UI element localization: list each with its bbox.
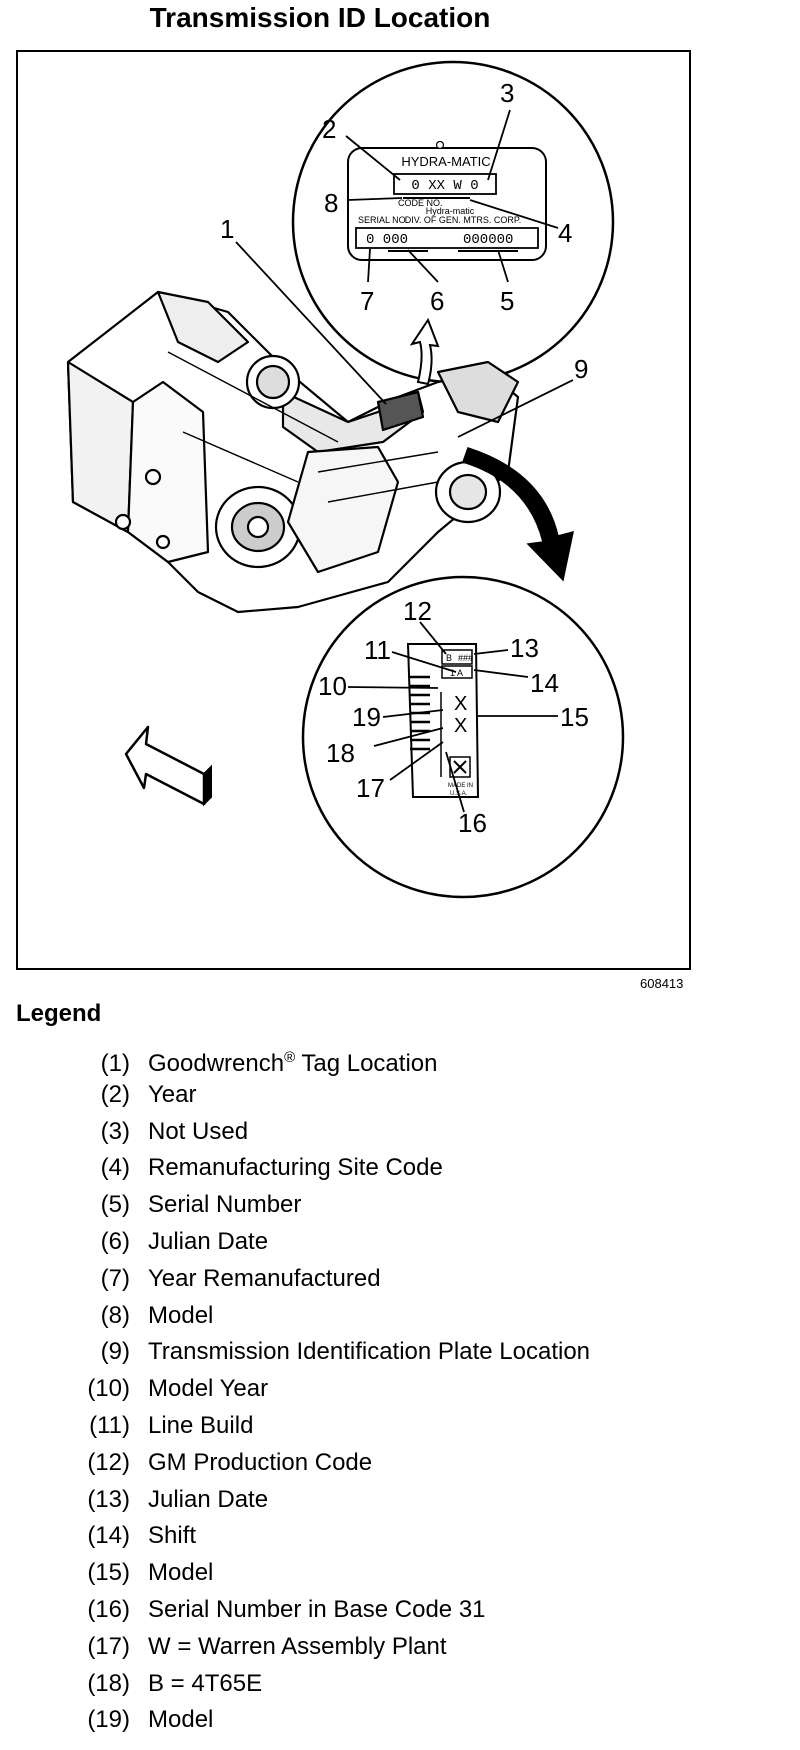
legend-item: (18)B = 4T65E — [87, 1669, 263, 1697]
legend-item: (2)Year — [100, 1080, 197, 1108]
callout-7: 7 — [360, 286, 374, 316]
legend-item: (19)Model — [87, 1706, 214, 1734]
tag-code-value: 0 XX W 0 — [411, 178, 478, 194]
callout-18: 18 — [326, 738, 355, 768]
plate-made1: MADE IN — [448, 783, 473, 789]
callout-14: 14 — [530, 668, 559, 698]
legend-title: Legend — [16, 1000, 102, 1027]
transmission-body — [66, 290, 520, 614]
callout-15: 15 — [560, 702, 589, 732]
callout-11: 11 — [364, 635, 391, 665]
callout-4: 4 — [558, 218, 572, 248]
tag-serial-left: 0 000 — [366, 232, 408, 248]
plate-x-big2: X — [454, 715, 467, 737]
plate-x-big1: X — [454, 693, 467, 715]
tag-brand: HYDRA-MATIC — [401, 154, 490, 169]
diagram-svg: HYDRA-MATIC 0 XX W 0 CODE NO. Hydra-mati… — [66, 60, 625, 899]
legend-item: (1)Goodwrench® Tag Location — [100, 1049, 438, 1077]
plate-row1-left: B — [446, 653, 452, 663]
tag-magnifier: HYDRA-MATIC 0 XX W 0 CODE NO. Hydra-mati… — [291, 60, 615, 384]
callout-8: 8 — [324, 188, 338, 218]
tag-serial-right: 000000 — [463, 232, 513, 248]
callout-6: 6 — [430, 286, 444, 316]
legend-item: (5)Serial Number — [100, 1191, 302, 1219]
page-title: Transmission ID Location — [149, 2, 491, 33]
legend-item: (3)Not Used — [100, 1117, 249, 1145]
transmission-diagram: HYDRA-MATIC 0 XX W 0 CODE NO. Hydra-mati… — [16, 50, 691, 970]
goodwrench-tag: HYDRA-MATIC 0 XX W 0 CODE NO. Hydra-mati… — [347, 140, 547, 261]
identification-plate: B ### 1 A X X MADE IN U.S.A. — [406, 643, 480, 798]
legend-item: (7)Year Remanufactured — [100, 1264, 381, 1292]
legend-item: (17)W = Warren Assembly Plant — [87, 1632, 447, 1660]
callout-19: 19 — [352, 702, 381, 732]
callout-9: 9 — [574, 354, 588, 384]
figure-id: 608413 — [640, 976, 684, 991]
legend-item: (9)Transmission Identification Plate Loc… — [100, 1338, 591, 1366]
callout-12: 12 — [403, 596, 432, 626]
legend-item: (12)GM Production Code — [87, 1448, 373, 1476]
front-direction-arrow — [124, 725, 212, 807]
legend-item: (10)Model Year — [87, 1375, 269, 1403]
legend-item: (11)Line Build — [89, 1411, 254, 1439]
plate-row1-right: ### — [458, 653, 473, 663]
tag-code-label: CODE NO. — [398, 198, 443, 208]
callout-1: 1 — [220, 214, 234, 244]
callout-10: 10 — [318, 671, 347, 701]
callout-13: 13 — [510, 633, 539, 663]
callout-16: 16 — [458, 808, 487, 838]
callout-2: 2 — [322, 114, 336, 144]
tag-serial-label: SERIAL NO. — [358, 215, 408, 225]
legend-item: (6)Julian Date — [100, 1227, 269, 1255]
callout-5: 5 — [500, 286, 514, 316]
legend-list: (1)Goodwrench® Tag Location (2)Year (3)N… — [60, 1040, 590, 1739]
tag-maker2: DIV. OF GEN. MTRS. CORP. — [405, 215, 522, 225]
tag-maker1: Hydra-matic — [426, 206, 475, 216]
legend-item: (14)Shift — [87, 1522, 197, 1550]
legend-item: (15)Model — [87, 1559, 214, 1587]
legend-item: (16)Serial Number in Base Code 31 — [87, 1595, 486, 1623]
callout-17: 17 — [356, 773, 385, 803]
plate-row2: 1 A — [450, 668, 463, 678]
legend-item: (13)Julian Date — [87, 1485, 269, 1513]
plate-magnifier: B ### 1 A X X MADE IN U.S.A. — [301, 575, 625, 899]
legend-item: (8)Model — [100, 1301, 214, 1329]
legend-item: (4)Remanufacturing Site Code — [100, 1154, 443, 1182]
callout-3: 3 — [500, 78, 514, 108]
